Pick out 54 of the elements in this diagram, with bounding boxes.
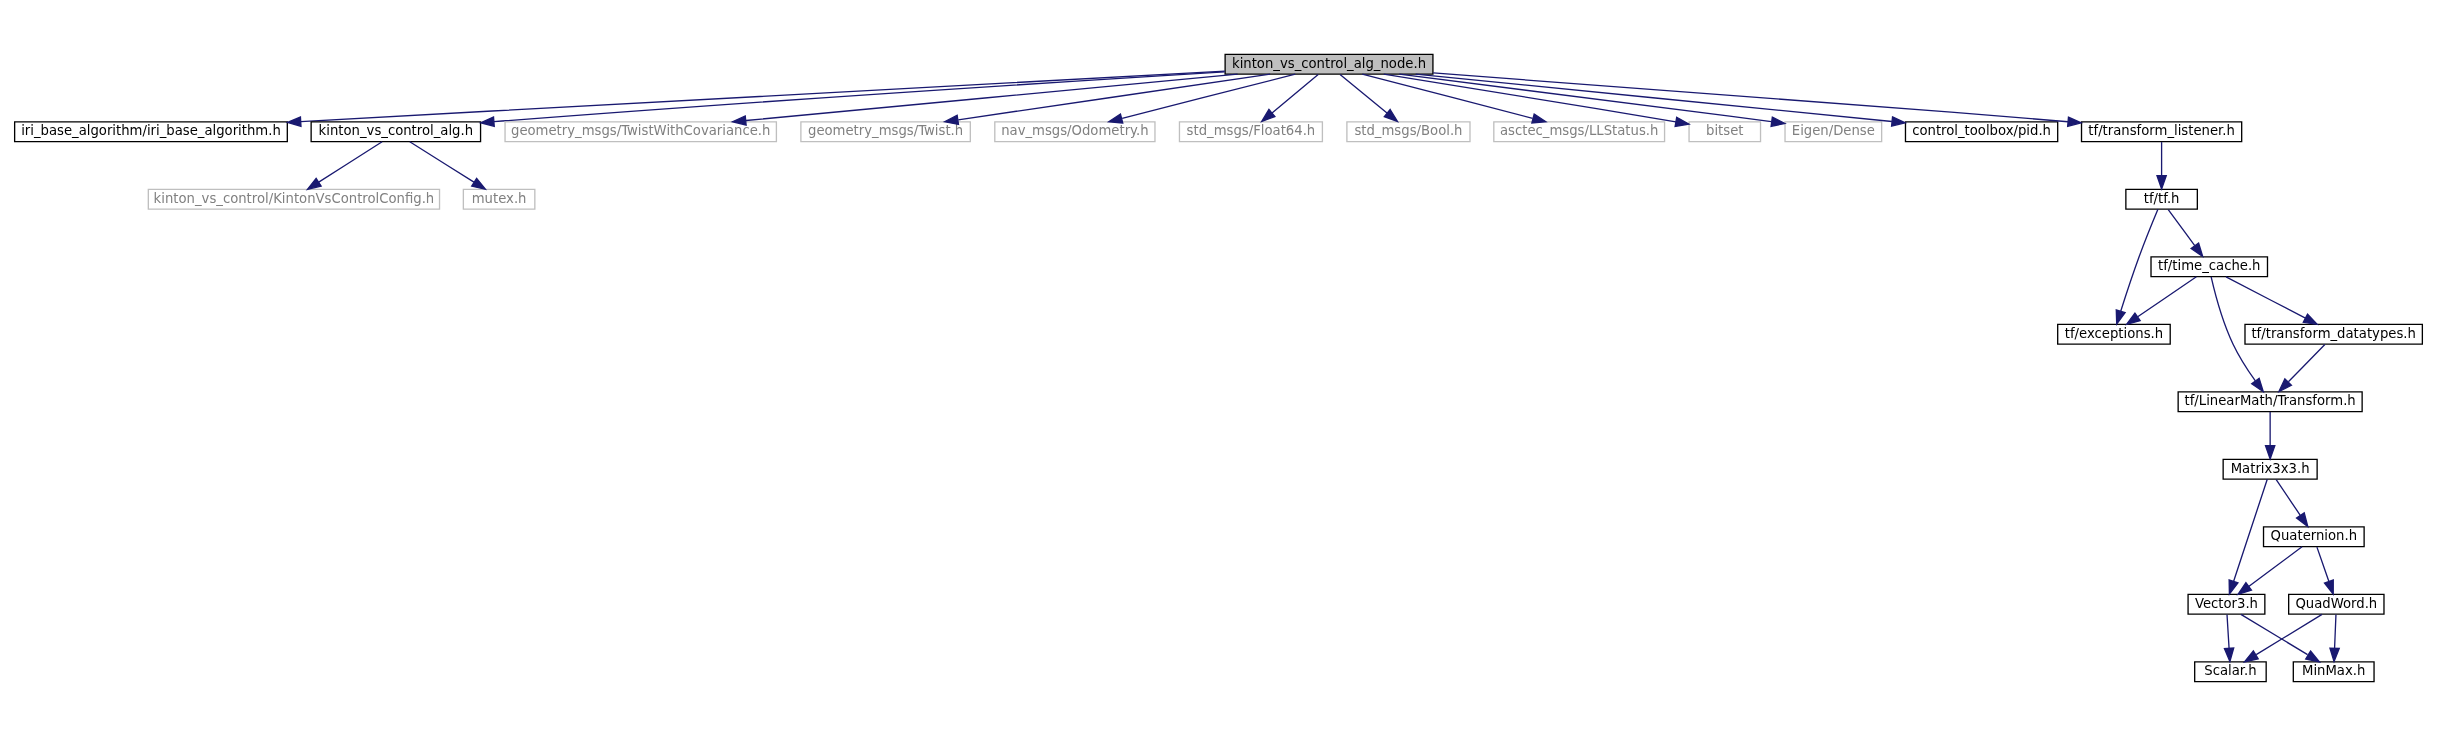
node-box: QuadWord.h (2288, 593, 2385, 615)
node-box: tf/LinearMath/Transform.h (2177, 391, 2363, 413)
node-box: kinton_vs_control_alg.h (310, 121, 482, 143)
arrow (2156, 141, 2168, 191)
node-box: Vector3.h (2187, 593, 2266, 615)
arrow (730, 73, 1239, 126)
node-box: std_msgs/Float64.h (1178, 121, 1324, 143)
node-box: tf/tf.h (2125, 188, 2198, 210)
arrow (2275, 478, 2309, 529)
node-box: mutex.h (462, 188, 536, 210)
arrow (409, 141, 488, 191)
arrow (478, 71, 1226, 128)
arrow (2236, 546, 2303, 596)
node-box: tf/transform_datatypes.h (2244, 323, 2423, 345)
node-box: tf/exceptions.h (2057, 323, 2171, 345)
node-box: tf/time_cache.h (2150, 256, 2269, 278)
node-box: geometry_msgs/TwistWithCovariance.h (504, 121, 778, 143)
node-box: Matrix3x3.h (2222, 458, 2318, 480)
arrow (305, 141, 383, 191)
node-box: MinMax.h (2292, 661, 2375, 683)
arrow (2225, 276, 2319, 326)
arrow (1398, 73, 1787, 128)
arrow (2277, 343, 2326, 393)
node-box: Scalar.h (2194, 661, 2267, 683)
node-box: geometry_msgs/Twist.h (800, 121, 971, 143)
arrow (2223, 613, 2235, 664)
node-box: nav_msgs/Odometry.h (994, 121, 1156, 143)
node-box: kinton_vs_control_alg_node.h (1224, 53, 1434, 75)
arrow (1106, 73, 1296, 124)
arrow (2228, 478, 2268, 596)
arrow (2329, 613, 2341, 664)
arrow (1339, 73, 1400, 123)
arrow (1415, 73, 1908, 127)
node-box: kinton_vs_control/KintonVsControlConfig.h (147, 188, 441, 210)
arrow (942, 73, 1271, 126)
arrow (2115, 208, 2159, 326)
node-box: control_toolbox/pid.h (1904, 121, 2059, 143)
node-box: tf/transform_listener.h (2080, 121, 2243, 143)
node-box: iri_base_algorithm/iri_base_algorithm.h (14, 121, 288, 143)
arrow (2167, 208, 2204, 259)
node-box: std_msgs/Bool.h (1346, 121, 1471, 143)
arrow (2210, 276, 2265, 394)
node-box: Eigen/Dense (1784, 121, 1883, 143)
arrow (1383, 73, 1691, 128)
node-box: bitset (1688, 121, 1762, 143)
arrow (1361, 73, 1548, 124)
arrow (2264, 411, 2276, 461)
arrow (1432, 72, 2084, 128)
node-box: asctec_msgs/LLStatus.h (1493, 121, 1666, 143)
node-box: Quaternion.h (2262, 526, 2365, 548)
arrow (285, 70, 1226, 128)
arrow (2316, 546, 2334, 596)
arrow (2124, 276, 2198, 326)
arrow (1260, 73, 1319, 123)
